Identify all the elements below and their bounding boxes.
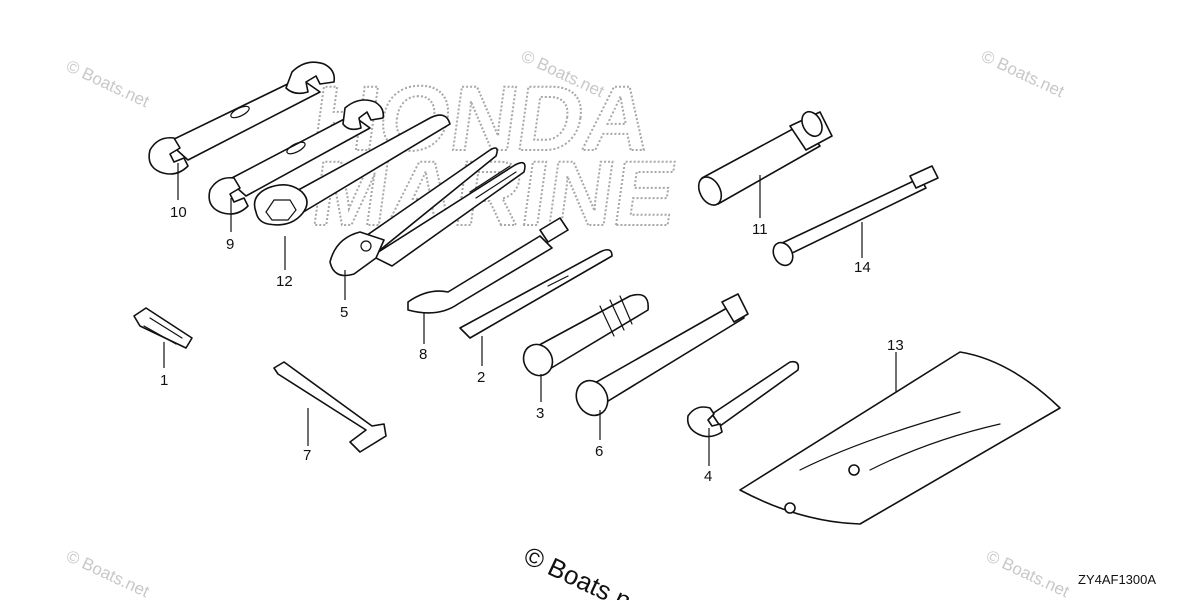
callout-13: 13 bbox=[887, 337, 904, 354]
part-5-pliers[interactable] bbox=[329, 147, 526, 277]
watermark-bottom-right: © Boats.net bbox=[983, 546, 1072, 600]
watermark-top-right: © Boats.net bbox=[978, 46, 1067, 101]
part-13-tool-bag[interactable] bbox=[739, 351, 1061, 525]
callout-2: 2 bbox=[477, 369, 485, 386]
callout-12: 12 bbox=[276, 273, 293, 290]
part-7-hex-key[interactable] bbox=[273, 361, 387, 453]
part-2-screwdriver-blade[interactable] bbox=[459, 248, 613, 339]
watermark-bottom-center: © Boats.n bbox=[519, 540, 636, 600]
callout-7: 7 bbox=[303, 447, 311, 464]
watermark-bottom-left: © Boats.net bbox=[63, 546, 152, 600]
callout-11: 11 bbox=[752, 221, 768, 238]
part-9-wrench[interactable] bbox=[208, 99, 385, 215]
callouts: 10 9 12 5 11 14 1 8 2 3 7 6 4 13 bbox=[160, 204, 904, 485]
leader-lines bbox=[163, 163, 897, 466]
part-3-handle[interactable] bbox=[518, 293, 649, 381]
part-1-clip[interactable] bbox=[133, 307, 193, 349]
diagram-code: ZY4AF1300A bbox=[1078, 572, 1156, 587]
part-10-wrench[interactable] bbox=[148, 61, 336, 175]
part-6-socket-wrench[interactable] bbox=[570, 293, 749, 421]
callout-6: 6 bbox=[595, 443, 603, 460]
callout-14: 14 bbox=[854, 259, 871, 276]
callout-4: 4 bbox=[704, 468, 712, 485]
part-11-box-spanner[interactable] bbox=[694, 108, 833, 209]
callout-5: 5 bbox=[340, 304, 348, 321]
callout-10: 10 bbox=[170, 204, 187, 221]
callout-8: 8 bbox=[419, 346, 427, 363]
callout-9: 9 bbox=[226, 236, 234, 253]
part-14-extension-bar[interactable] bbox=[769, 165, 939, 269]
part-4-small-wrench[interactable] bbox=[686, 360, 800, 438]
watermark-top-left: © Boats.net bbox=[63, 56, 152, 111]
part-12-box-wrench[interactable] bbox=[253, 114, 451, 226]
part-8-screwdriver[interactable] bbox=[407, 217, 569, 314]
callout-3: 3 bbox=[536, 405, 544, 422]
callout-1: 1 bbox=[160, 372, 168, 389]
